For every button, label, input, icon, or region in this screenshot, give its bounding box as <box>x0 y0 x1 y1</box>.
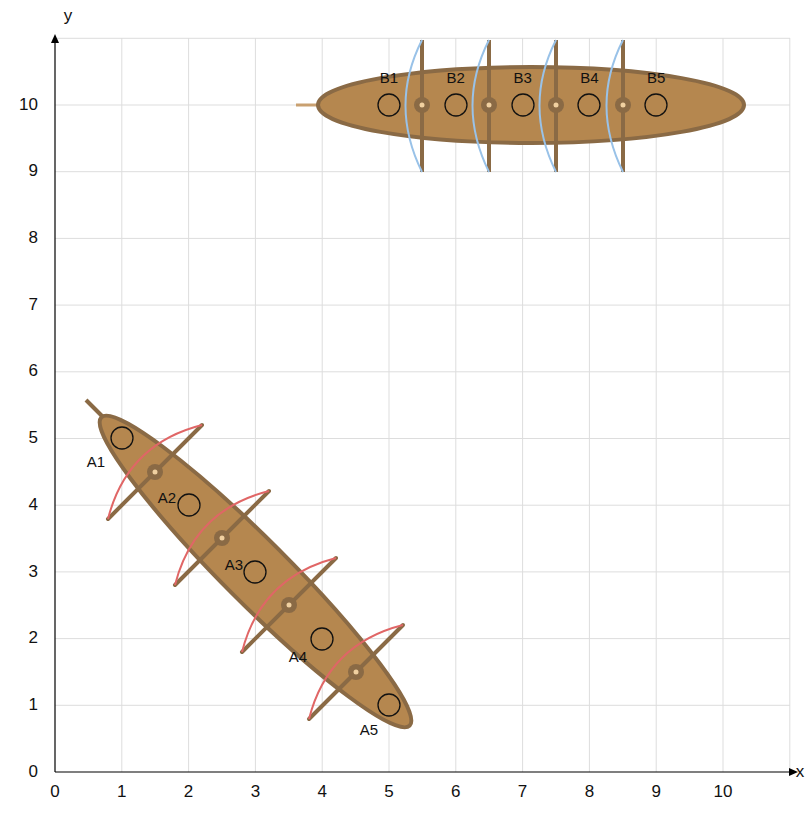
grid-line <box>656 38 657 772</box>
seat-label: B5 <box>647 70 665 87</box>
grid <box>55 38 790 772</box>
seat-label: B2 <box>447 70 465 87</box>
tick-number: 6 <box>29 362 38 381</box>
tick-number: 6 <box>451 783 460 802</box>
seat-label: B4 <box>580 70 598 87</box>
axis-name: x <box>796 763 805 782</box>
tick-number: 1 <box>29 696 38 715</box>
tick-number: 5 <box>384 783 393 802</box>
grid-line <box>55 638 790 639</box>
grid-line <box>55 371 790 372</box>
seat-label: B1 <box>380 70 398 87</box>
boat-a <box>79 395 433 749</box>
boat-b <box>296 40 744 172</box>
seat-label: A3 <box>225 557 243 574</box>
tick-number: 10 <box>714 783 733 802</box>
grid-line <box>55 238 790 239</box>
seat-label: A1 <box>87 454 105 471</box>
grid-line <box>55 571 790 572</box>
tick-number: 5 <box>29 429 38 448</box>
grid-line <box>789 38 790 772</box>
grid-line <box>589 38 590 772</box>
tick-number: 7 <box>518 783 527 802</box>
grid-line <box>188 38 189 772</box>
grid-line <box>121 38 122 772</box>
tick-number: 10 <box>19 96 38 115</box>
grid-line <box>522 38 523 772</box>
seat-label: A4 <box>289 649 307 666</box>
tick-number: 4 <box>29 496 38 515</box>
tick-number: 8 <box>585 783 594 802</box>
seat-label: A5 <box>360 722 378 739</box>
seat-label: B3 <box>513 70 531 87</box>
tick-number: 1 <box>117 783 126 802</box>
grid-line <box>255 38 256 772</box>
tick-number: 0 <box>50 783 59 802</box>
tick-number: 3 <box>29 563 38 582</box>
grid-line <box>55 38 790 39</box>
tick-number: 3 <box>251 783 260 802</box>
axis-name: y <box>64 7 73 26</box>
grid-line <box>455 38 456 772</box>
grid-line <box>723 38 724 772</box>
tick-number: 2 <box>184 783 193 802</box>
grid-line <box>389 38 390 772</box>
seat-label: A2 <box>158 490 176 507</box>
tick-number: 7 <box>29 296 38 315</box>
tick-number: 9 <box>651 783 660 802</box>
tick-number: 9 <box>29 162 38 181</box>
grid-line <box>55 305 790 306</box>
tick-number: 8 <box>29 229 38 248</box>
tick-number: 0 <box>29 763 38 782</box>
tick-number: 2 <box>29 629 38 648</box>
tick-number: 4 <box>317 783 326 802</box>
grid-line <box>55 705 790 706</box>
axes <box>51 34 798 776</box>
